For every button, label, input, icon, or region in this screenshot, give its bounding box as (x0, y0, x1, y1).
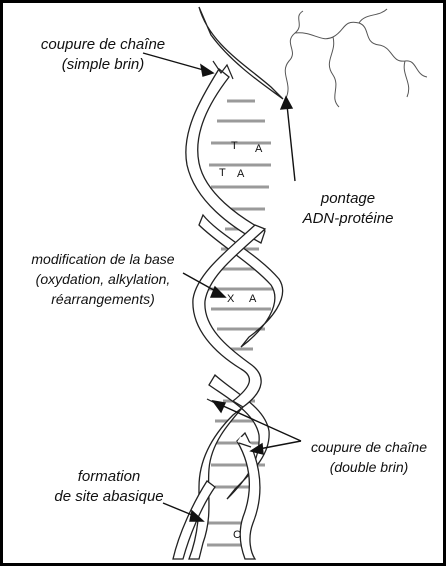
label-line: coupure de chaîne (23, 35, 183, 55)
base-t-2: T (219, 167, 226, 179)
label-line: (simple brin) (23, 55, 183, 75)
protein-chain (285, 9, 427, 107)
label-double-strand-break: coupure de chaîne (double brin) (301, 437, 437, 477)
label-line: modification de la base (17, 249, 189, 269)
label-line: de site abasique (39, 487, 179, 507)
base-x: X (227, 293, 234, 305)
label-line: réarrangements) (17, 289, 189, 309)
label-single-strand-break: coupure de chaîne (simple brin) (23, 35, 183, 75)
base-c: C (233, 529, 241, 541)
label-line: (double brin) (301, 457, 437, 477)
label-line: coupure de chaîne (301, 437, 437, 457)
label-line: (oxydation, alkylation, (17, 269, 189, 289)
label-line: pontage (283, 189, 413, 209)
label-abasic-site: formation de site abasique (39, 467, 179, 507)
base-a-3: A (249, 293, 256, 305)
label-base-modification: modification de la base (oxydation, alky… (17, 249, 189, 309)
label-dna-protein-crosslink: pontage ADN-protéine (283, 189, 413, 229)
label-line: formation (39, 467, 179, 487)
base-a-2: A (237, 168, 244, 180)
base-a-1: A (255, 143, 262, 155)
label-line: ADN-protéine (283, 209, 413, 229)
base-t-1: T (231, 140, 238, 152)
